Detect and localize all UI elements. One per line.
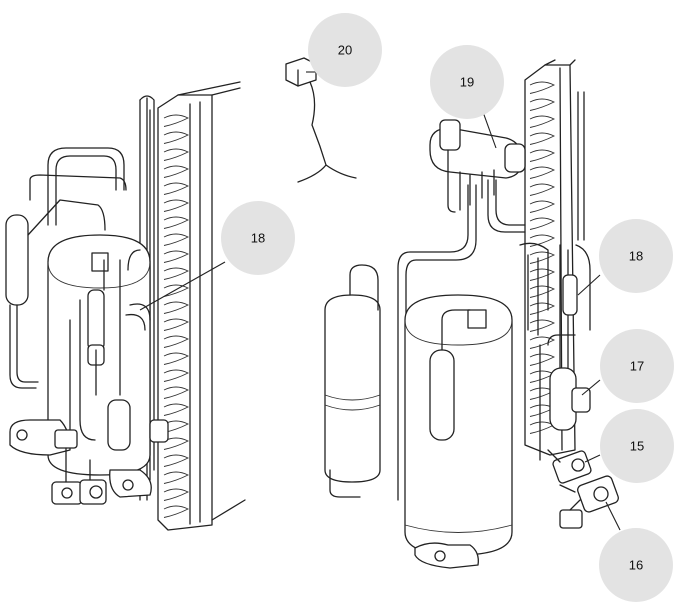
- coil-loop: [163, 437, 190, 450]
- coil-loop: [529, 302, 556, 315]
- coil-loop: [163, 199, 190, 212]
- coil-loop: [529, 183, 556, 196]
- left-condenser-coil: [157, 81, 246, 531]
- coil-loop: [163, 403, 190, 416]
- coil-loop: [529, 81, 556, 94]
- callout-16-label: 16: [629, 557, 643, 572]
- callout-20-label: 20: [338, 42, 352, 57]
- coil-loop: [163, 454, 190, 467]
- coil-loop: [163, 488, 190, 501]
- callout-20: 20: [306, 13, 382, 87]
- part-20-thermistor: [285, 57, 357, 183]
- coil-loop: [163, 352, 190, 365]
- coil-loop: [529, 268, 556, 281]
- right-service-valves: [547, 449, 619, 529]
- coil-loop: [529, 115, 556, 128]
- callout-layer: 20 19 18 18 17 15 16: [139, 13, 674, 602]
- callout-18-right: 18: [577, 219, 673, 296]
- coil-loop: [163, 386, 190, 399]
- coil-loop: [163, 148, 190, 161]
- callout-18-right-label: 18: [629, 248, 643, 263]
- part-19-reversing-valve: [429, 119, 526, 213]
- right-condenser-coil: [524, 59, 576, 456]
- coil-loop: [163, 471, 190, 484]
- coil-loop: [529, 200, 556, 213]
- coil-loop: [529, 336, 556, 349]
- coil-loop: [163, 369, 190, 382]
- coil-loop: [163, 318, 190, 331]
- coil-loop: [163, 165, 190, 178]
- callout-18-left-label: 18: [251, 230, 265, 245]
- coil-loop: [163, 182, 190, 195]
- coil-loop: [163, 335, 190, 348]
- coil-loop: [529, 353, 556, 366]
- coil-loop: [163, 505, 190, 518]
- coil-loop: [529, 319, 556, 332]
- coil-loop: [163, 233, 190, 246]
- coil-loop: [529, 166, 556, 179]
- left-compressor-assembly: [5, 81, 246, 531]
- coil-loop: [529, 132, 556, 145]
- callout-15: 15: [584, 409, 674, 483]
- callout-19: 19: [430, 45, 504, 149]
- right-compressor-assembly: [324, 59, 619, 569]
- coil-loop: [529, 98, 556, 111]
- callout-17: 17: [581, 329, 674, 403]
- left-service-valves: [51, 429, 107, 505]
- coil-loop: [163, 420, 190, 433]
- coil-loop: [163, 267, 190, 280]
- coil-loop: [163, 114, 190, 127]
- callout-19-label: 19: [460, 74, 474, 89]
- coil-loop: [163, 131, 190, 144]
- callout-16: 16: [599, 501, 673, 602]
- coil-loop: [529, 217, 556, 230]
- coil-loop: [163, 216, 190, 229]
- coil-loop: [163, 284, 190, 297]
- coil-loop: [163, 301, 190, 314]
- coil-loop: [529, 251, 556, 264]
- coil-loop: [163, 250, 190, 263]
- coil-loop: [529, 285, 556, 298]
- coil-loop: [529, 149, 556, 162]
- callout-15-label: 15: [630, 438, 644, 453]
- callout-18-left: 18: [139, 201, 295, 311]
- callout-17-label: 17: [630, 358, 644, 373]
